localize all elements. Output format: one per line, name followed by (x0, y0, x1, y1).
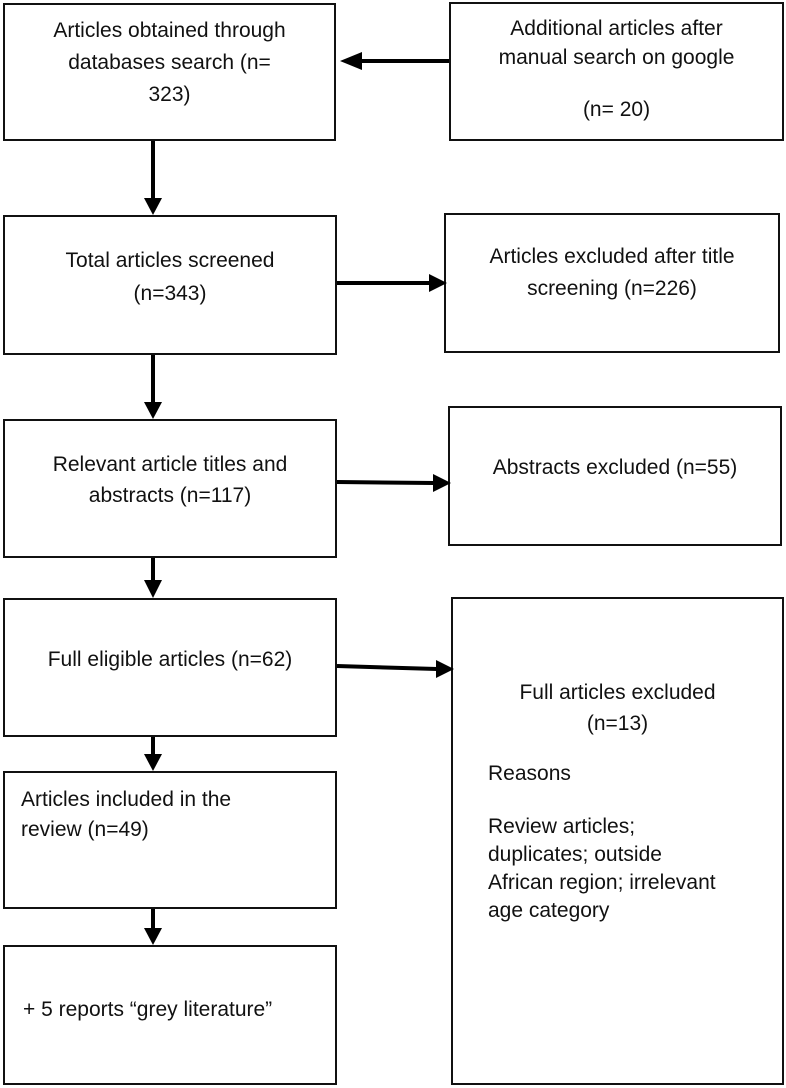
box-full-eligible-line-1: Full eligible articles (n=62) (47, 648, 293, 671)
box-databases-search-line-1: Articles obtained through (53, 19, 286, 42)
box-databases-search-line-3: 323) (148, 83, 191, 106)
box-total-screened-line-1: Total articles screened (65, 249, 275, 272)
box-title-excluded: Articles excluded after title screening … (444, 213, 780, 353)
box-title-excluded-line-1: Articles excluded after title (489, 245, 735, 268)
arrow-eligible-to-full-excluded-line (336, 664, 438, 671)
box-articles-included: Articles included in the review (n=49) (3, 771, 337, 909)
box-manual-search: Additional articles after manual search … (449, 2, 784, 141)
reason-line-4: age category (488, 899, 610, 922)
box-manual-search-line-2: manual search on google (498, 46, 735, 69)
reasons-heading: Reasons (488, 762, 571, 785)
arrow-included-to-grey-head (144, 928, 162, 945)
box-relevant-abstracts: Relevant article titles and abstracts (n… (3, 419, 337, 558)
box-full-excluded-line-1: Full articles excluded (519, 681, 716, 704)
box-abstracts-excluded: Abstracts excluded (n=55) (448, 406, 782, 546)
box-grey-literature-line-1: + 5 reports “grey literature” (23, 998, 273, 1021)
box-manual-search-count: (n= 20) (582, 98, 651, 121)
box-abstracts-excluded-line-1: Abstracts excluded (n=55) (492, 456, 738, 479)
reason-line-2: duplicates; outside (488, 843, 662, 866)
box-articles-included-line-1: Articles included in the (21, 788, 232, 811)
box-manual-search-line-1: Additional articles after (510, 17, 723, 40)
box-total-screened-line-2: (n=343) (133, 282, 207, 305)
box-relevant-abstracts-line-1: Relevant article titles and (52, 453, 288, 476)
box-full-excluded-line-2: (n=13) (586, 712, 649, 735)
box-articles-included-line-2: review (n=49) (21, 818, 149, 841)
box-total-screened: Total articles screened (n=343) (3, 215, 337, 355)
arrow-manual-to-databases-head (340, 52, 362, 70)
box-relevant-abstracts-line-2: abstracts (n=117) (88, 484, 252, 507)
reason-line-3: African region; irrelevant (488, 871, 716, 894)
box-databases-search-line-2: databases search (n= (68, 51, 271, 74)
box-grey-literature: + 5 reports “grey literature” (3, 945, 337, 1085)
box-databases-search: Articles obtained through databases sear… (3, 3, 336, 141)
arrow-abstracts-to-abstracts-excluded-line (336, 480, 435, 485)
arrow-eligible-to-included-head (144, 754, 162, 771)
reason-line-1: Review articles; (488, 815, 636, 838)
arrow-abstracts-to-eligible-head (144, 580, 162, 598)
box-full-eligible: Full eligible articles (n=62) (3, 598, 337, 737)
arrow-screened-to-abstracts-head (144, 402, 162, 419)
box-title-excluded-line-2: screening (n=226) (527, 277, 697, 300)
arrow-databases-to-screened-head (144, 198, 162, 215)
box-full-excluded: Full articles excluded (n=13) Reasons Re… (451, 597, 784, 1085)
